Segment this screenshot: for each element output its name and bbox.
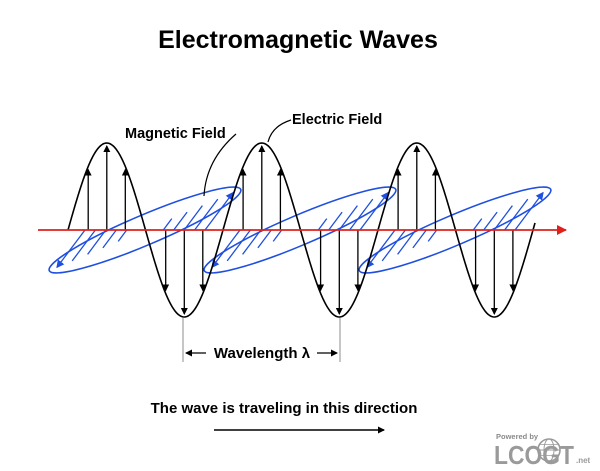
magnetic-vector-0-6 (173, 211, 188, 231)
magnetic-vector-1-6 (328, 211, 343, 231)
magnetic-vector-0-8 (194, 198, 219, 231)
magnetic-field-vectors (56, 191, 544, 269)
magnetic-vector-2-3 (412, 229, 427, 249)
magnetic-vector-1-7 (338, 205, 358, 231)
logo-name: LCOGT (494, 440, 574, 470)
magnetic-vector-2-6 (483, 211, 498, 231)
magnetic-loop-0 (48, 186, 242, 274)
magnetic-vector-2-7 (493, 205, 513, 231)
magnetic-field-leader (203, 133, 237, 197)
magnetic-field-loops (48, 186, 552, 274)
magnetic-vector-0-2 (87, 229, 107, 255)
electric-field-wave (67, 142, 536, 318)
direction-caption: The wave is traveling in this direction (151, 400, 418, 417)
magnetic-vector-0-0 (56, 229, 86, 269)
magnetic-vector-1-4 (272, 229, 283, 242)
lcogt-logo: Powered by LCOGT .net (494, 432, 591, 470)
magnetic-vector-1-3 (257, 229, 272, 249)
magnetic-vector-2-4 (427, 229, 438, 242)
electric-field-label: Electric Field (292, 112, 382, 128)
wavelength-label: Wavelength λ (214, 345, 311, 362)
magnetic-vector-0-9 (204, 191, 234, 231)
magnetic-vector-2-0 (366, 229, 396, 269)
magnetic-vector-2-9 (514, 191, 544, 231)
electric-field-vectors (84, 145, 517, 315)
magnetic-vector-0-4 (117, 229, 128, 242)
magnetic-vector-2-8 (504, 198, 529, 231)
magnetic-vector-0-3 (102, 229, 117, 249)
logo-powered-by: Powered by (496, 432, 539, 441)
magnetic-vector-1-2 (242, 229, 262, 255)
magnetic-vector-1-5 (317, 218, 328, 231)
magnetic-loop-2 (358, 186, 552, 274)
magnetic-vector-1-9 (359, 191, 389, 231)
logo-net-suffix: .net (576, 456, 591, 465)
magnetic-vector-0-1 (71, 229, 96, 262)
diagram-title: Electromagnetic Waves (158, 26, 438, 54)
electric-field-leader (267, 119, 292, 143)
magnetic-vector-0-7 (183, 205, 203, 231)
magnetic-field-label: Magnetic Field (125, 126, 226, 142)
magnetic-vector-0-5 (162, 218, 173, 231)
magnetic-vector-1-1 (226, 229, 251, 262)
magnetic-vector-2-5 (472, 218, 483, 231)
globe-icon (537, 438, 561, 462)
magnetic-vector-1-8 (349, 198, 374, 231)
magnetic-vector-2-2 (397, 229, 417, 255)
magnetic-vector-1-0 (211, 229, 241, 269)
magnetic-loop-1 (203, 186, 397, 274)
magnetic-vector-2-1 (381, 229, 406, 262)
